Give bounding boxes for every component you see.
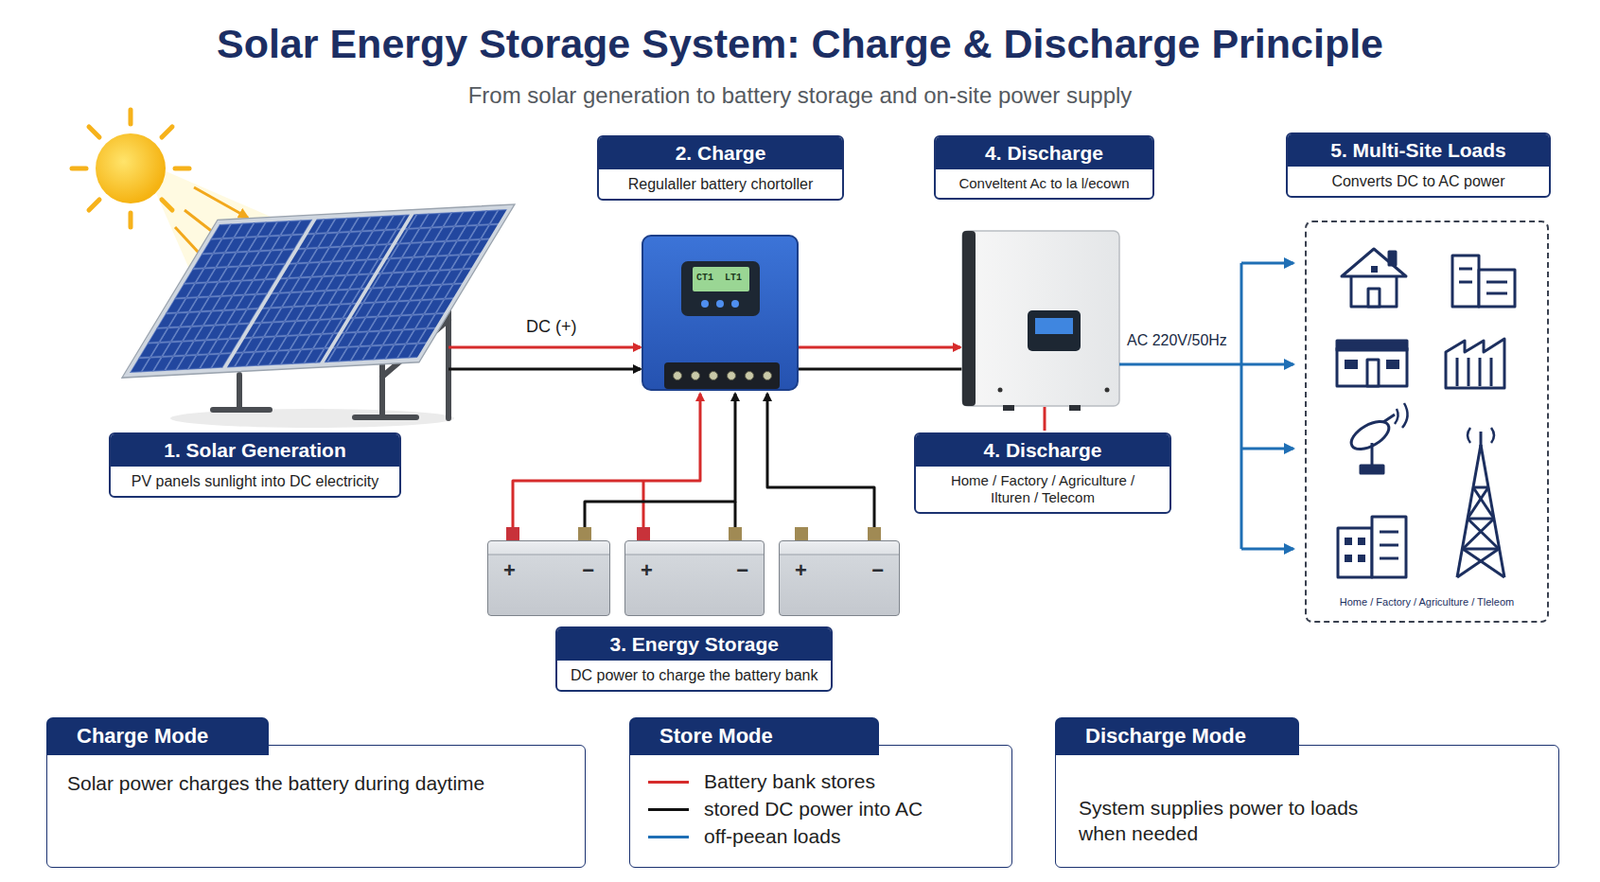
legend-item: Battery bank stores [648,770,876,793]
box-heading: 5. Multi-Site Loads [1287,134,1549,167]
legend-item: stored DC power into AC [648,797,923,821]
box-body: Regulaller battery chortoller [598,169,843,199]
battery: +− [778,540,900,616]
loads-group-box: Home / Factory / Agriculture / Tleleom [1304,220,1549,623]
panel-body: System supplies power to loads when need… [1078,794,1401,847]
box-heading: 3. Energy Storage [557,628,831,661]
legend-item: off-peean loads [648,825,841,848]
box-body: PV panels sunlight into DC electricity [110,466,400,496]
battery-terminal-sign: − [736,560,749,581]
battery-terminal-sign: + [503,560,516,581]
labeled-box: 4. DischargeHome / Factory / Agriculture… [914,432,1172,514]
legend-swatch [648,808,689,811]
panel-heading: Charge Mode [46,717,269,756]
battery-terminal-sign: − [581,560,595,581]
box-heading: 2. Charge [598,137,843,170]
labeled-box: 4. DischargeConveltent Ac to la l/ecown [933,135,1155,200]
box-body: Home / Factory / Agriculture / Ilturen /… [915,466,1170,512]
panel-tab: Charge Mode [46,717,269,756]
box-body: Conveltent Ac to la l/ecown [935,169,1153,198]
box-body: DC power to charge the battery bank [557,660,831,690]
wire-label: DC (+) [526,316,578,337]
mode-panel: Charge ModeSolar power charges the batte… [46,717,586,868]
diagram-title: Solar Energy Storage System: Charge & Di… [0,20,1600,68]
labeled-box: 1. Solar GenerationPV panels sunlight in… [108,432,402,498]
mode-panel: Discharge ModeSystem supplies power to l… [1054,717,1560,868]
box-heading: 4. Discharge [935,137,1153,170]
legend-swatch [648,835,689,839]
labeled-box: 2. ChargeRegulaller battery chortoller [597,135,844,201]
legend-text: Battery bank stores [703,770,876,793]
box-heading: 1. Solar Generation [110,434,400,467]
labeled-box: 5. Multi-Site LoadsConverts DC to AC pow… [1285,132,1551,198]
panel-heading: Discharge Mode [1054,717,1300,756]
display-text: CT1 [696,272,714,283]
battery-terminal-sign: − [871,560,884,581]
legend-swatch [648,780,689,784]
battery-terminal-sign: + [640,560,653,581]
wire-label: AC 220V/50Hz [1126,332,1228,350]
diagram-caption: From solar generation to battery storage… [0,82,1600,109]
legend-text: stored DC power into AC [703,797,923,821]
panel-frame [46,744,586,868]
labeled-box: 3. Energy StorageDC power to charge the … [555,626,833,692]
loads-caption: Home / Factory / Agriculture / Tleleom [1339,596,1514,608]
box-heading: 4. Discharge [915,434,1170,467]
mode-panel: Store ModeBattery bank stores stored DC p… [629,717,1013,868]
legend-text: off-peean loads [703,825,841,848]
battery: +− [624,540,765,616]
panel-heading: Store Mode [629,717,880,756]
display-text: LT1 [724,272,742,283]
panel-tab: Store Mode [629,717,880,756]
panel-tab: Discharge Mode [1054,717,1300,756]
battery-terminal-sign: + [794,560,808,581]
panel-body: Solar power charges the battery during d… [67,770,569,796]
battery: +− [487,540,611,616]
box-body: Converts DC to AC power [1287,166,1549,196]
